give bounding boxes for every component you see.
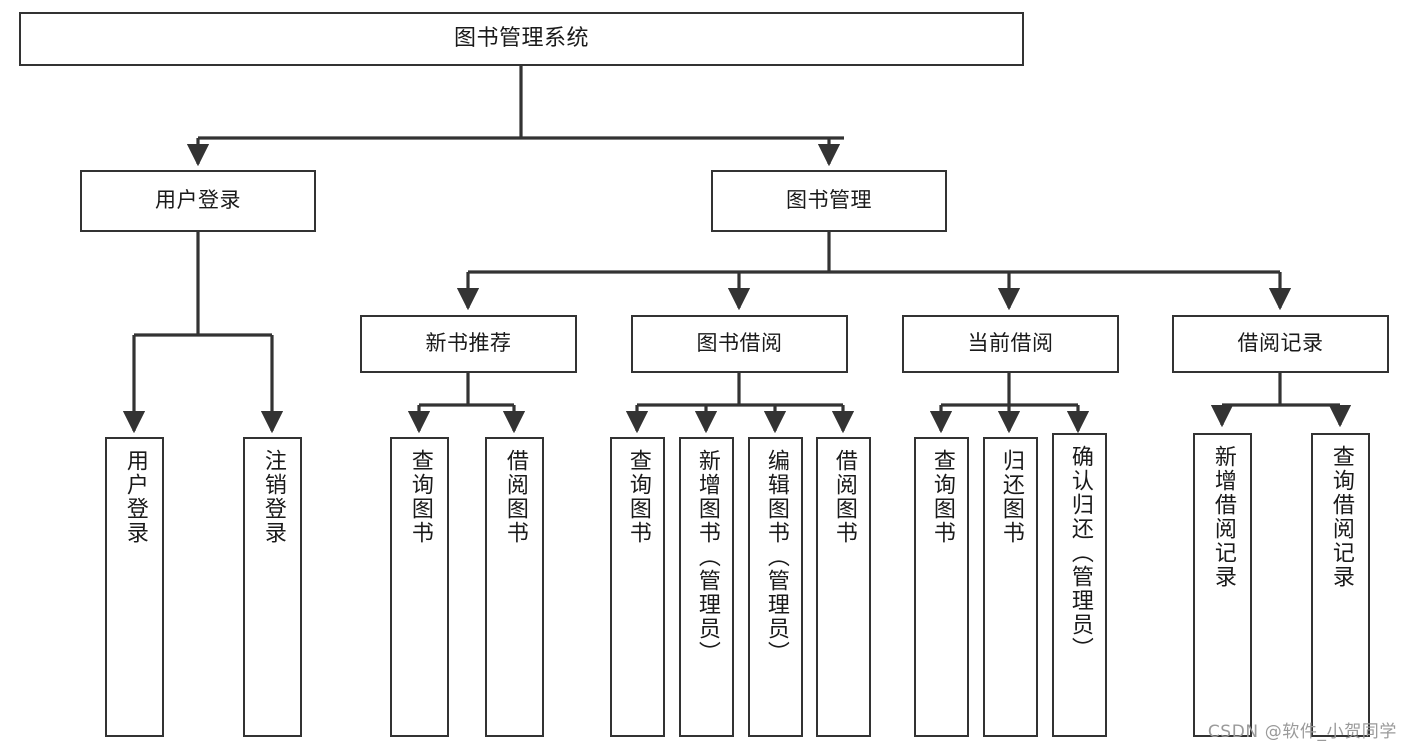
node-label: 借阅图书 [831,449,857,545]
node-label: 图书管理系统 [453,25,589,51]
node-leaf-query-book-borrow[interactable]: 查询图书 [610,437,665,737]
node-leaf-add-borrow-record[interactable]: 新增借阅记录 [1193,433,1252,737]
node-label: 确认归还（管理员） [1067,445,1093,661]
node-label: 新增图书（管理员） [694,449,720,665]
node-label: 图书借阅 [696,331,783,356]
node-label: 编辑图书（管理员） [763,449,789,665]
node-label: 注销登录 [260,449,286,545]
node-borrow-record[interactable]: 借阅记录 [1172,315,1389,373]
node-new-book-recommendation[interactable]: 新书推荐 [360,315,577,373]
node-leaf-add-book-admin[interactable]: 新增图书（管理员） [679,437,734,737]
node-root-system[interactable]: 图书管理系统 [19,12,1024,66]
node-label: 借阅记录 [1237,331,1324,356]
node-leaf-return-book[interactable]: 归还图书 [983,437,1038,737]
node-label: 用户登录 [122,449,148,545]
node-leaf-borrow-book-borrow[interactable]: 借阅图书 [816,437,871,737]
node-label: 新书推荐 [425,331,512,356]
node-leaf-query-book-recommend[interactable]: 查询图书 [390,437,449,737]
node-label: 用户登录 [155,188,241,213]
node-current-borrow[interactable]: 当前借阅 [902,315,1119,373]
node-leaf-edit-book-admin[interactable]: 编辑图书（管理员） [748,437,803,737]
node-leaf-logout[interactable]: 注销登录 [243,437,302,737]
node-leaf-confirm-return-admin[interactable]: 确认归还（管理员） [1052,433,1107,737]
node-label: 图书管理 [786,188,872,213]
node-leaf-query-borrow-record[interactable]: 查询借阅记录 [1311,433,1370,737]
node-leaf-borrow-book-recommend[interactable]: 借阅图书 [485,437,544,737]
node-leaf-query-book-current[interactable]: 查询图书 [914,437,969,737]
node-user-login[interactable]: 用户登录 [80,170,316,232]
node-book-borrow[interactable]: 图书借阅 [631,315,848,373]
node-label: 查询图书 [625,449,651,545]
node-label: 归还图书 [998,449,1024,545]
node-label: 当前借阅 [967,331,1054,356]
node-label: 查询图书 [407,449,433,545]
node-label: 借阅图书 [502,449,528,545]
node-label: 新增借阅记录 [1210,445,1236,589]
node-label: 查询借阅记录 [1328,445,1354,589]
node-book-manage[interactable]: 图书管理 [711,170,947,232]
csdn-watermark: CSDN @软件_小贺同学 [1207,722,1397,742]
node-label: 查询图书 [929,449,955,545]
node-leaf-user-login[interactable]: 用户登录 [105,437,164,737]
